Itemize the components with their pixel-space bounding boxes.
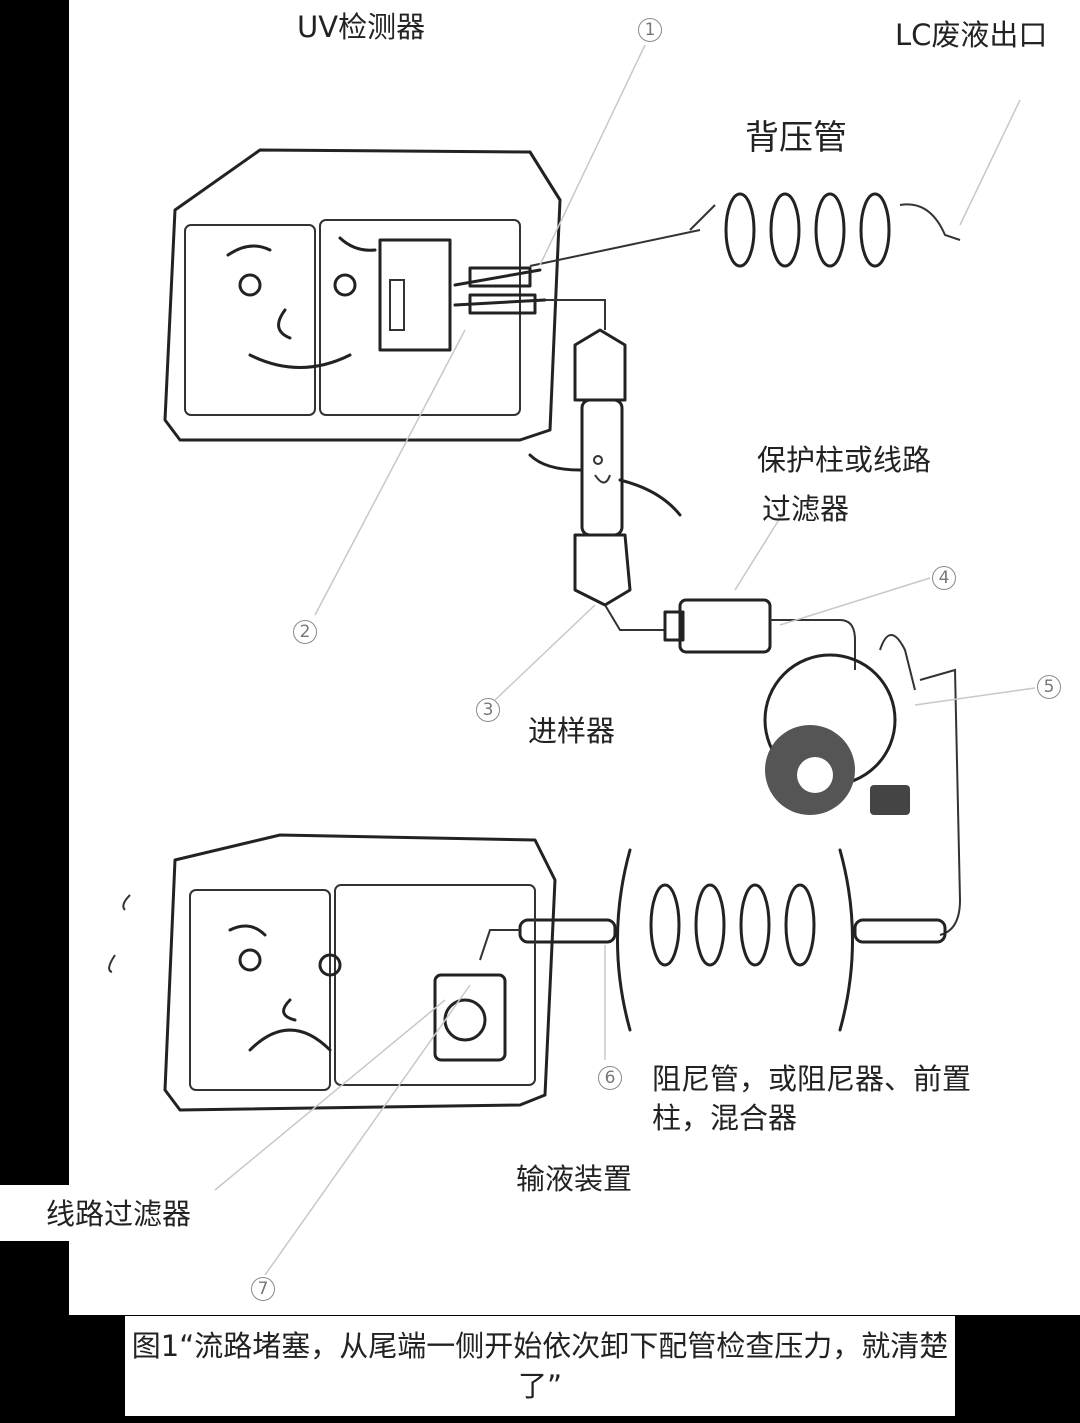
marker-3: 3: [476, 698, 500, 722]
column-character: [528, 328, 682, 607]
label-damper-line1: 阻尼管，或阻尼器、前置: [652, 1062, 972, 1096]
left-label-strip: [0, 1185, 69, 1241]
marker-7: 7: [251, 1277, 275, 1301]
marker-1: 1: [638, 18, 662, 42]
marker-2: 2: [293, 620, 317, 644]
label-line-filter: 线路过滤器: [46, 1197, 192, 1231]
label-damper-line2: 柱，混合器: [652, 1101, 798, 1135]
guard-column-filter: [604, 598, 856, 670]
marker-5: 5: [1037, 675, 1061, 699]
figure-caption: 图1“流路堵塞，从尾端一侧开始依次卸下配管检查压力，就清楚了”: [131, 1329, 949, 1403]
uv-detector-illustration: [163, 148, 562, 442]
label-lc-waste-outlet: LC废液出口: [895, 18, 1048, 52]
back-pressure-coil: [689, 192, 961, 268]
label-guard-column-line2: 过滤器: [762, 492, 850, 526]
marker-6: 6: [598, 1066, 622, 1090]
diagram-canvas: [69, 0, 1080, 1315]
label-uv-detector: UV检测器: [297, 10, 426, 44]
label-guard-column-line1: 保护柱或线路: [757, 443, 932, 477]
figure-caption-box: 图1“流路堵塞，从尾端一侧开始依次卸下配管检查压力，就清楚了”: [125, 1315, 955, 1416]
damper-coil: [479, 848, 947, 1032]
injector-valve: [763, 634, 962, 936]
label-back-pressure-tube: 背压管: [745, 118, 847, 158]
label-pump: 输液装置: [516, 1162, 633, 1196]
label-injector: 进样器: [528, 714, 616, 748]
pump-illustration: [108, 833, 557, 1112]
marker-4: 4: [932, 566, 956, 590]
